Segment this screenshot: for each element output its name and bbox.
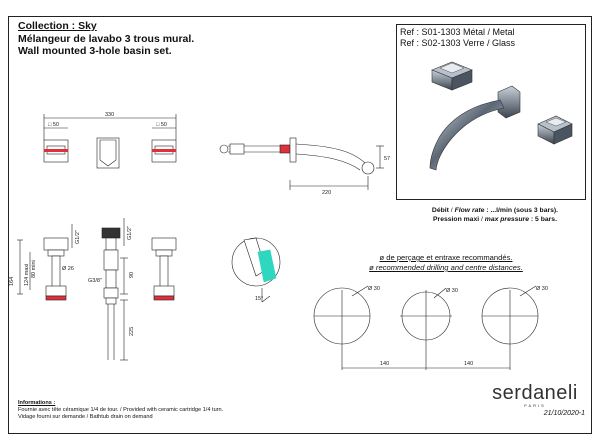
dim-hole-dia-1: Ø 30 <box>368 286 380 292</box>
header-block: Collection : Sky Mélangeur de lavabo 3 t… <box>18 20 194 58</box>
dim-height-min: 80 mini <box>31 260 37 278</box>
drilling-plan <box>313 285 539 370</box>
dim-square-right: □ 50 <box>156 122 167 128</box>
dim-spout-height: 57 <box>384 156 390 162</box>
title-fr: Mélangeur de lavabo 3 trous mural. <box>18 32 195 45</box>
pressure-label-en: max pressure <box>484 216 529 223</box>
collection-title: Collection : Sky <box>18 20 97 32</box>
section-view-right <box>151 237 177 301</box>
pressure-label-fr: Pression maxi <box>433 216 480 223</box>
flow-detail <box>231 237 281 303</box>
info-line-1: Fournie avec tête céramique 1/4 de tour.… <box>18 407 224 413</box>
dim-centre-2: 140 <box>464 361 473 367</box>
dim-centre-1: 140 <box>380 361 389 367</box>
flow-rate-label-en: Flow rate <box>454 207 485 214</box>
section-view-middle <box>101 218 128 361</box>
dim-square-left: □ 50 <box>48 122 59 128</box>
reference-metal: Ref : S01-1303 Métal / Metal <box>400 27 515 37</box>
flow-rate-label-fr: Débit <box>431 207 449 214</box>
dim-spout-length: 220 <box>322 190 331 196</box>
pressure-value: : 5 bars. <box>529 216 557 223</box>
drawing-date: 21/10/2020-1 <box>543 410 585 417</box>
dim-height-max: 124 maxi <box>24 264 30 286</box>
brand-logo: serdaneli <box>492 382 578 404</box>
flow-rate-line: Débit / Flow rate : ...l/min (sous 3 bar… <box>431 207 559 214</box>
dim-thread-mid: G1/2" <box>127 226 133 240</box>
dim-diameter-26: Ø 26 <box>62 266 74 272</box>
dim-drop-90: 90 <box>129 272 135 278</box>
drilling-title-block: ø de perçage et entraxe recommandés. ø r… <box>300 253 592 273</box>
front-view <box>43 114 177 169</box>
title-en: Wall mounted 3-hole basin set. <box>18 45 172 57</box>
dim-hole-dia-2: Ø 30 <box>446 288 458 294</box>
dim-hole-dia-3: Ø 30 <box>536 286 548 292</box>
dim-angle: 15° <box>255 296 263 302</box>
product-image-frame <box>396 24 586 200</box>
info-title: Informations : <box>18 400 56 406</box>
dim-thread-left: G1/2" <box>75 230 81 244</box>
side-view <box>219 137 384 190</box>
reference-glass: Ref : S02-1303 Verre / Glass <box>400 37 516 48</box>
info-block: Informations : Fournie avec tête céramiq… <box>18 400 223 421</box>
dim-drop-225: 225 <box>129 327 135 336</box>
dim-thread-g38: G3/8" <box>88 278 102 284</box>
flow-rate-value: : ...l/min (sous 3 bars). <box>484 207 559 214</box>
specs-block: Débit / Flow rate : ...l/min (sous 3 bar… <box>400 206 590 224</box>
sheet-frame <box>8 16 592 434</box>
pressure-line: Pression maxi / max pressure : 5 bars. <box>433 216 557 223</box>
reference-block: Ref : S01-1303 Métal / Metal Ref : S02-1… <box>400 27 515 48</box>
dim-height-total: 164 <box>9 277 15 286</box>
product-render <box>429 61 573 171</box>
dim-top-width: 330 <box>105 112 114 118</box>
info-line-2: Vidage fourni sur demande / Bathtub drai… <box>18 414 153 420</box>
drilling-title-en: ø recommended drilling and centre distan… <box>369 263 523 272</box>
drilling-title-fr: ø de perçage et entraxe recommandés. <box>379 253 513 262</box>
section-view-left <box>17 224 73 301</box>
brand-city: PARIS <box>524 403 546 408</box>
